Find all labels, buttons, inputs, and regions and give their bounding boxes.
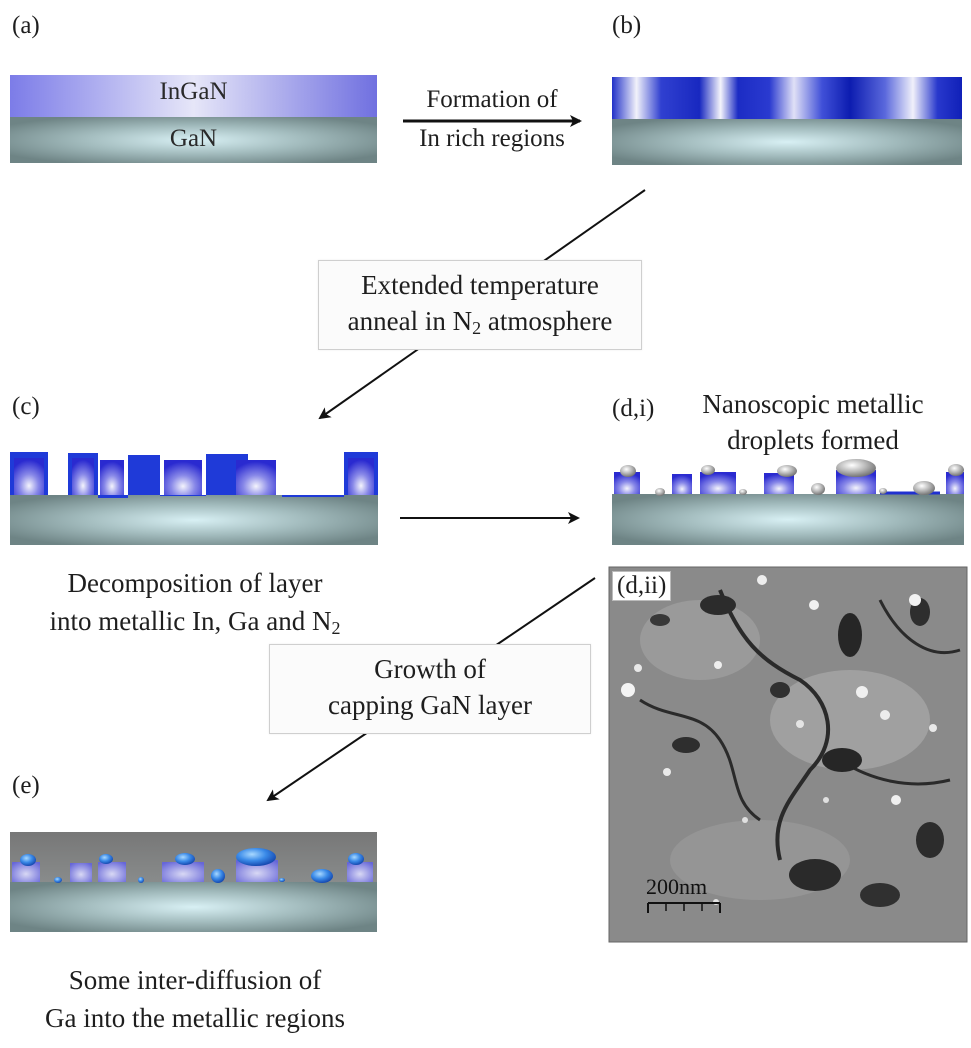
- pillar-e: [70, 863, 92, 882]
- metal-droplet: [836, 459, 876, 477]
- gan-layer-e: [10, 882, 377, 932]
- panel-a-stack: [10, 75, 377, 163]
- metal-droplet: [811, 483, 825, 495]
- panel-label-b: (b): [612, 12, 642, 39]
- panel-label-e: (e): [12, 772, 40, 799]
- pillar-e: [162, 862, 204, 882]
- ga-droplet: [211, 869, 225, 883]
- anneal-box: Extended temperature anneal in N2 atmosp…: [318, 260, 642, 350]
- interdiffusion-line2: Ga into the metallic regions: [45, 1003, 345, 1033]
- ga-droplet: [311, 869, 333, 883]
- droplets-line1: Nanoscopic metallic: [702, 389, 924, 419]
- ga-droplet: [348, 853, 364, 865]
- capping-line2: capping GaN layer: [328, 690, 532, 720]
- capping-line1: Growth of: [374, 654, 486, 684]
- metal-droplet: [879, 488, 887, 494]
- metal-droplet: [739, 489, 747, 495]
- pillar-d: [672, 474, 692, 494]
- metal-droplet: [701, 465, 715, 475]
- pillar-d: [764, 473, 794, 494]
- scale-bar-label: 200nm: [646, 874, 708, 899]
- panel-c-stack: [10, 452, 378, 545]
- pillar-e: [236, 860, 278, 882]
- decomposition-line2-sub: 2: [331, 618, 341, 638]
- pillar-d: [946, 472, 964, 494]
- pillar-e: [347, 862, 373, 882]
- interdiffusion-line1: Some inter-diffusion of: [68, 965, 322, 995]
- anneal-line2: anneal in N2 atmosphere: [319, 303, 641, 346]
- metal-droplet: [777, 465, 797, 477]
- anneal-line2-sub: 2: [472, 318, 482, 338]
- anneal-line2-suffix: atmosphere: [481, 306, 613, 336]
- gan-layer-c: [10, 495, 378, 545]
- ga-droplet: [138, 877, 144, 883]
- pillar-c: [100, 460, 124, 495]
- decomposition-line2: into metallic In, Ga and N2: [0, 603, 390, 646]
- afm-micrograph: [608, 566, 968, 943]
- metal-droplet: [948, 464, 964, 476]
- decomposition-line2-prefix: into metallic In, Ga and N: [49, 606, 332, 636]
- ga-droplet: [20, 854, 36, 866]
- pillar-c: [348, 458, 374, 495]
- pillar-e: [12, 862, 40, 882]
- ingan-layer: [10, 75, 377, 117]
- panel-label-di: (d,i): [612, 395, 655, 422]
- gan-layer-d: [612, 494, 964, 545]
- metal-droplet: [655, 488, 665, 496]
- ga-droplet: [236, 848, 276, 866]
- panel-label-a: (a): [12, 12, 40, 39]
- anneal-line1: Extended temperature: [361, 270, 599, 300]
- pillar-c: [72, 458, 94, 495]
- anneal-line2-prefix: anneal in N: [347, 306, 473, 336]
- ga-droplet: [279, 878, 285, 882]
- gan-label: GaN: [169, 125, 218, 152]
- arrow-ab-line2: In rich regions: [419, 125, 565, 152]
- pillar-d: [700, 472, 736, 494]
- panel-label-dii: (d,ii): [612, 571, 672, 601]
- panel-b-stack: [612, 77, 962, 165]
- decomposition-line1: Decomposition of layer: [67, 568, 323, 598]
- gan-layer-b: [612, 119, 962, 165]
- panel-di-stack: [612, 459, 964, 545]
- pillar-c: [164, 460, 202, 495]
- gan-layer: [10, 117, 377, 163]
- panel-label-c: (c): [12, 393, 40, 420]
- ga-droplet: [54, 877, 62, 883]
- ga-droplet: [99, 854, 113, 864]
- in-rich-layer: [612, 77, 962, 119]
- droplets-line2: droplets formed: [727, 425, 899, 455]
- pillar-c: [14, 458, 44, 495]
- ga-droplet: [175, 853, 195, 865]
- pillar-c: [236, 460, 276, 495]
- capping-box: Growth of capping GaN layer: [269, 644, 591, 734]
- panel-e-stack: [10, 832, 377, 932]
- pillar-e: [98, 862, 126, 882]
- metal-droplet: [620, 465, 636, 477]
- arrow-ab-line1: Formation of: [426, 86, 558, 113]
- metal-droplet: [913, 481, 935, 495]
- pillar-d: [614, 472, 640, 494]
- ingan-label: InGaN: [159, 78, 228, 105]
